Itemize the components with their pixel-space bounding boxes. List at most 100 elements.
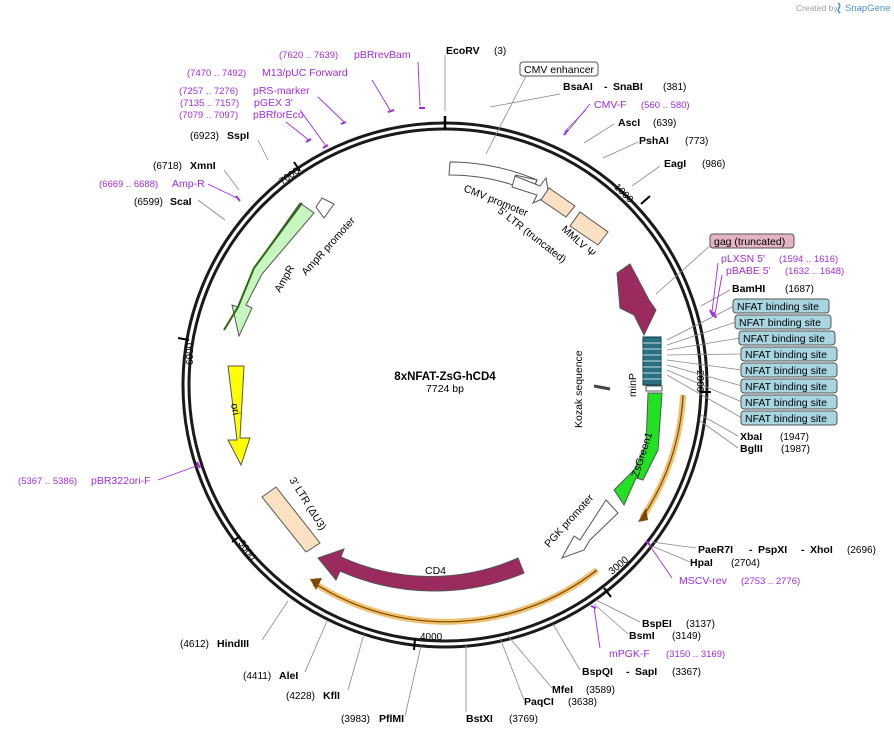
primer-marks	[196, 107, 717, 609]
enzyme-alei: AleI	[279, 670, 298, 682]
nfat-label-5: NFAT binding site	[745, 365, 827, 377]
enzyme-paqci: PaqCI	[524, 696, 554, 708]
enzyme-labels: EcoRV (3) BsaAI - SnaBI (381) AscI (639)…	[134, 45, 876, 725]
svg-text:-: -	[626, 666, 630, 678]
svg-text:-: -	[604, 81, 608, 93]
svg-text:(3983): (3983)	[341, 714, 370, 725]
svg-text:(3149): (3149)	[672, 631, 701, 642]
primer-pbr322ori-f: pBR322ori-F	[91, 475, 151, 487]
pgk-promoter-arrow	[560, 499, 619, 559]
svg-text:(5367 .. 5386): (5367 .. 5386)	[18, 476, 77, 487]
ori-label: ori	[228, 402, 242, 416]
svg-text:(1687): (1687)	[785, 284, 814, 295]
svg-text:(3638): (3638)	[568, 697, 597, 708]
ltr3-block	[261, 486, 321, 553]
enzyme-bglii: BglII	[740, 443, 763, 455]
svg-text:(639): (639)	[653, 118, 676, 129]
svg-text:(560 .. 580): (560 .. 580)	[641, 100, 690, 111]
svg-text:(3150 .. 3169): (3150 .. 3169)	[666, 649, 725, 660]
enzyme-pflmi: PflMI	[379, 713, 404, 725]
cd4-label: CD4	[425, 565, 446, 577]
kozak-mark	[593, 384, 611, 391]
tick-label-2000: 2000	[694, 370, 705, 393]
boxed-labels: CMV enhancer gag (truncated) NFAT bindin…	[519, 61, 838, 426]
enzyme-bamhi: BamHI	[732, 283, 765, 295]
svg-text:(773): (773)	[685, 136, 708, 147]
primer-pbrforeco: pBRforEco	[253, 109, 304, 121]
svg-text:(4228): (4228)	[286, 691, 315, 702]
svg-text:(1594 .. 1616): (1594 .. 1616)	[779, 254, 838, 265]
tick-label-4000: 4000	[420, 632, 443, 643]
svg-text:(7135 .. 7157): (7135 .. 7157)	[180, 98, 239, 109]
enzyme-snabi: SnaBI	[613, 81, 643, 93]
svg-text:(3137): (3137)	[686, 619, 715, 630]
enzyme-bsmi: BsmI	[629, 630, 655, 642]
nfat-binding-blocks	[642, 336, 662, 386]
enzyme-paer7i: PaeR7I	[698, 544, 733, 556]
ltr5-label: 5' LTR (truncated)	[495, 205, 568, 266]
leader-lines	[197, 55, 743, 717]
svg-text:(3589): (3589)	[586, 685, 615, 696]
svg-text:(3367): (3367)	[672, 667, 701, 678]
enzyme-pspxi: PspXI	[758, 544, 787, 556]
enzyme-scai: ScaI	[170, 196, 192, 208]
svg-text:(1947): (1947)	[780, 432, 809, 443]
snapgene-brand: SnapGene	[845, 3, 890, 14]
svg-text:(381): (381)	[663, 82, 686, 93]
enzyme-xbai: XbaI	[740, 431, 762, 443]
svg-text:(1987): (1987)	[781, 444, 810, 455]
credit-text: Created by	[796, 3, 838, 13]
primer-mscv-rev: MSCV-rev	[679, 575, 728, 587]
enzyme-hpai: HpaI	[690, 557, 713, 569]
svg-text:(7079 .. 7097): (7079 .. 7097)	[179, 110, 238, 121]
primer-pgex3: pGEX 3'	[254, 97, 293, 109]
nfat-label-6: NFAT binding site	[745, 381, 827, 393]
enzyme-xhoi: XhoI	[810, 544, 833, 556]
enzyme-sapi: SapI	[635, 666, 657, 678]
svg-text:(6923): (6923)	[190, 131, 219, 142]
svg-text:(1632 .. 1648): (1632 .. 1648)	[785, 266, 844, 277]
gag-label: gag (truncated)	[714, 236, 785, 248]
primer-leaders	[157, 61, 723, 649]
primer-labels: (7620 .. 7639) pBRrevBam (7470 .. 7492) …	[18, 49, 844, 660]
ampr-promoter-label: AmpR promoter	[299, 215, 358, 278]
svg-text:(4612): (4612)	[180, 639, 209, 650]
primer-pbrrevbam: pBRrevBam	[354, 49, 411, 61]
enzyme-bspqi: BspQI	[582, 666, 613, 678]
enzyme-eagi: EagI	[664, 158, 686, 170]
mmlv-psi-block	[569, 211, 609, 246]
svg-text:(4411): (4411)	[243, 671, 271, 682]
tick-label-5000: 5000	[236, 538, 258, 563]
enzyme-pshai: PshAI	[639, 135, 669, 147]
svg-text:(7257 .. 7276): (7257 .. 7276)	[179, 86, 238, 97]
svg-text:(6669 .. 6688): (6669 .. 6688)	[99, 179, 158, 190]
enzyme-sspi: SspI	[227, 130, 249, 142]
svg-text:(986): (986)	[702, 159, 725, 170]
svg-text:(6718): (6718)	[153, 161, 182, 172]
primer-plxsn5: pLXSN 5'	[721, 253, 765, 265]
gag-arrow	[616, 263, 657, 337]
nfat-label-4: NFAT binding site	[745, 349, 827, 361]
svg-text:(2696): (2696)	[847, 545, 876, 556]
snapgene-logo-icon	[837, 2, 841, 14]
enzyme-bstxi: BstXI	[466, 713, 493, 725]
nfat-label-1: NFAT binding site	[737, 301, 819, 313]
primer-cmv-f: CMV-F	[594, 99, 627, 111]
svg-text:-: -	[801, 544, 805, 556]
primer-prs-marker: pRS-marker	[253, 85, 310, 97]
kozak-label: Kozak sequence	[573, 350, 585, 428]
enzyme-kfli: KflI	[323, 690, 340, 702]
enzyme-asci: AscI	[618, 117, 640, 129]
primer-pbabe5: pBABE 5'	[726, 265, 771, 277]
primer-mpgk-f: mPGK-F	[609, 648, 650, 660]
enzyme-ecorv: EcoRV	[446, 45, 480, 57]
primer-amp-r: Amp-R	[172, 178, 205, 190]
nfat-label-7: NFAT binding site	[745, 397, 827, 409]
svg-text:-: -	[749, 544, 753, 556]
enzyme-mfei: MfeI	[552, 684, 573, 696]
tick-label-6000: 6000	[185, 342, 196, 365]
svg-text:(3): (3)	[494, 46, 506, 57]
cd4-arrow	[317, 548, 525, 592]
plasmid-length: 7724 bp	[426, 383, 464, 395]
